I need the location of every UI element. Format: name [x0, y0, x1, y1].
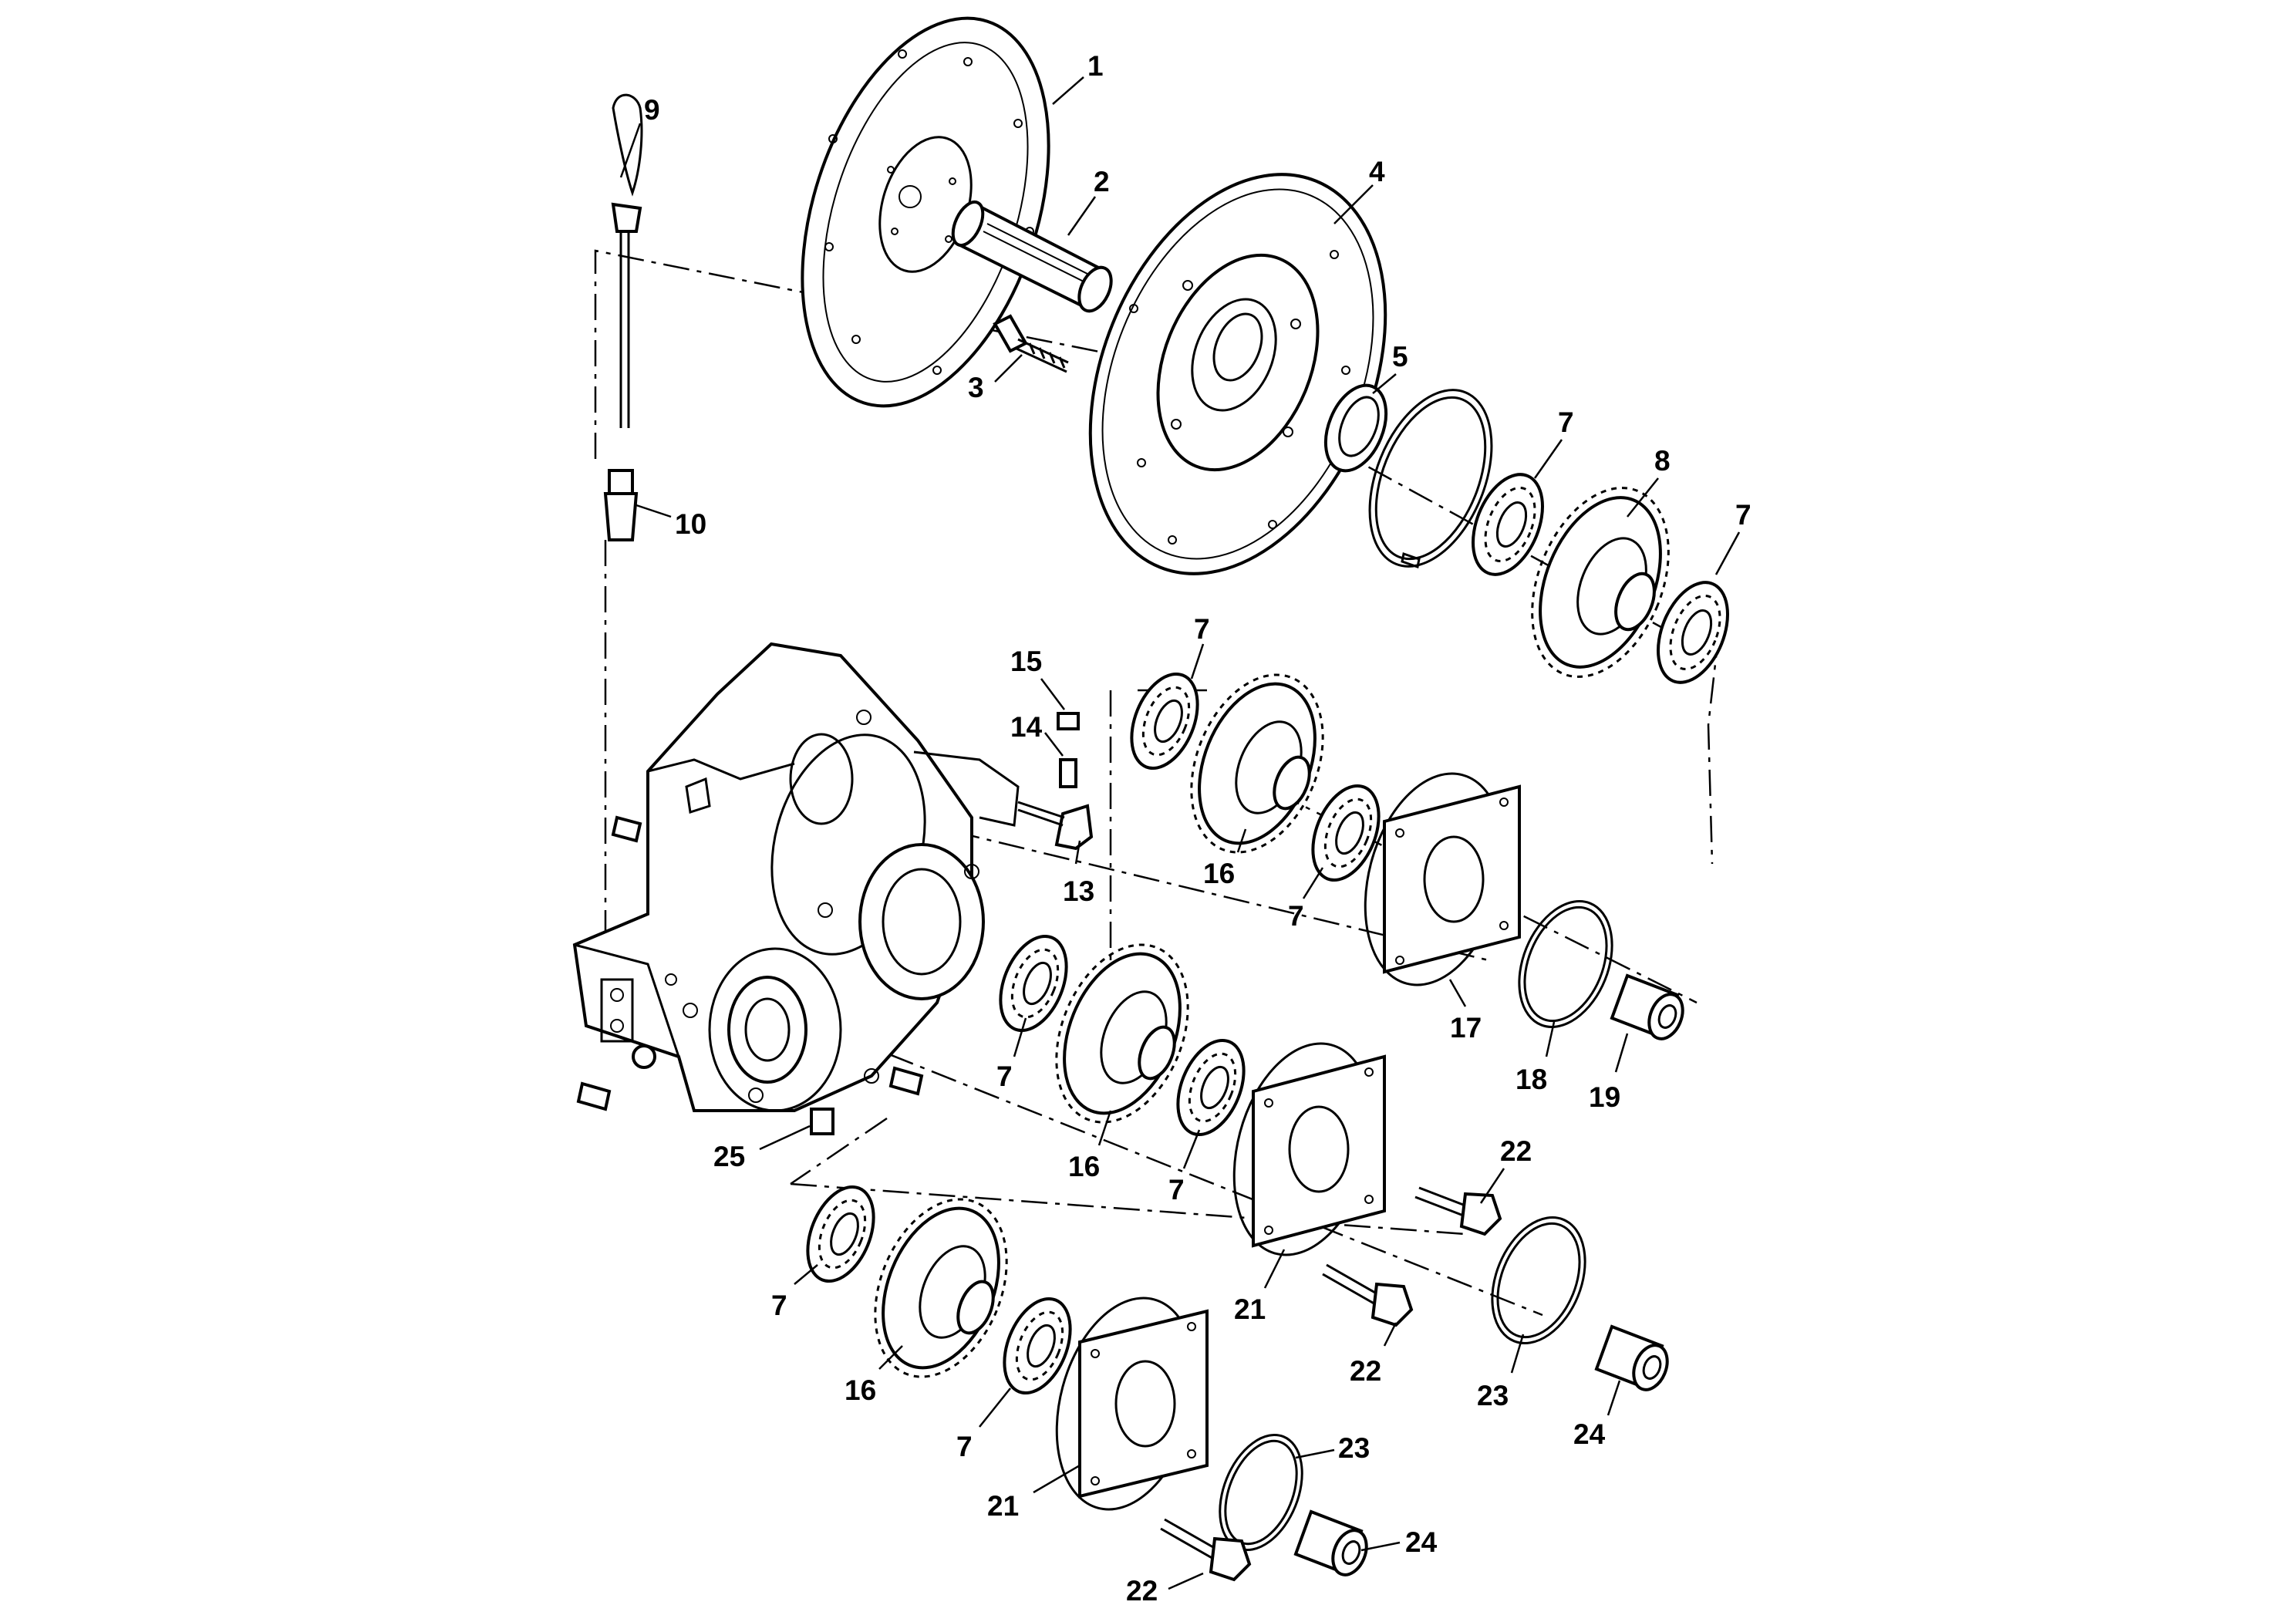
- bearing-plate-21-lower: [1055, 1297, 1209, 1511]
- label-part-1: 1: [1087, 50, 1104, 82]
- gear-16-lower: [874, 1198, 1008, 1378]
- label-part-8: 8: [1654, 445, 1671, 477]
- label-part-21a: 21: [1234, 1293, 1266, 1325]
- gear-16-upper: [1190, 673, 1324, 854]
- label-part-9: 9: [644, 94, 660, 126]
- label-part-7i: 7: [956, 1431, 973, 1462]
- dipstick-tube: [603, 469, 639, 541]
- label-part-3: 3: [968, 372, 984, 403]
- label-part-7h: 7: [771, 1290, 787, 1321]
- label-part-14: 14: [1010, 711, 1043, 743]
- label-part-22a: 22: [1500, 1135, 1532, 1167]
- bearing-low-right: [1176, 1038, 1246, 1137]
- label-part-21b: 21: [987, 1490, 1019, 1522]
- bearing-bottom-right: [1003, 1297, 1072, 1395]
- o-ring-23-upper: [1491, 1216, 1586, 1344]
- label-part-2: 2: [1094, 166, 1110, 197]
- label-part-23a: 23: [1477, 1380, 1509, 1411]
- bolt-3: [993, 314, 1069, 373]
- label-part-23b: 23: [1338, 1432, 1370, 1464]
- label-part-7d: 7: [1194, 613, 1210, 645]
- label-part-7a: 7: [1558, 406, 1574, 438]
- bearing-upper-1: [1472, 473, 1544, 576]
- leader-lines: [619, 76, 1741, 1590]
- seal-5: [1323, 383, 1388, 473]
- bushing-19: [1610, 973, 1684, 1040]
- label-part-10: 10: [675, 508, 706, 540]
- label-part-4: 4: [1369, 156, 1385, 187]
- bearing-plate-17: [1364, 772, 1521, 986]
- label-part-16a: 16: [1203, 858, 1235, 889]
- label-part-24b: 24: [1405, 1526, 1438, 1558]
- hex-bolt-22-c: [1160, 1518, 1252, 1582]
- label-part-16c: 16: [845, 1374, 876, 1406]
- bushing-24-lower: [1293, 1509, 1368, 1576]
- label-part-24a: 24: [1573, 1418, 1606, 1450]
- label-part-22c: 22: [1126, 1575, 1158, 1607]
- splined-shaft: [951, 200, 1113, 313]
- label-part-7f: 7: [996, 1061, 1013, 1092]
- label-part-18: 18: [1515, 1064, 1547, 1095]
- label-part-15: 15: [1010, 646, 1042, 677]
- plug-screws: [576, 815, 924, 1135]
- bearing-low-left: [999, 934, 1068, 1033]
- label-part-25: 25: [713, 1141, 745, 1172]
- gearbox-housing: [572, 642, 1020, 1112]
- hex-bolt-22-a: [1414, 1186, 1502, 1236]
- bearing-upper-2: [1657, 581, 1729, 684]
- gear-8: [1531, 487, 1670, 678]
- gear-16-middle: [1055, 943, 1189, 1124]
- bearing-mid-right: [1311, 784, 1381, 882]
- label-part-13: 13: [1063, 875, 1094, 907]
- label-part-7g: 7: [1168, 1174, 1185, 1206]
- bearing-plate-21-upper: [1232, 1042, 1386, 1256]
- label-part-17: 17: [1450, 1012, 1482, 1044]
- label-part-7e: 7: [1288, 900, 1304, 932]
- label-part-5: 5: [1392, 341, 1408, 373]
- flywheel-disc: [801, 16, 1050, 408]
- label-part-19: 19: [1589, 1081, 1620, 1113]
- bushing-24-upper: [1594, 1324, 1669, 1391]
- o-ring-18: [1518, 900, 1613, 1028]
- label-part-22b: 22: [1350, 1355, 1381, 1387]
- hex-bolt-22-b: [1322, 1263, 1414, 1327]
- label-part-16b: 16: [1068, 1151, 1100, 1182]
- label-part-7c: 7: [1735, 499, 1752, 531]
- part-labels: 1 2 3 4 5 7 7 8 7 9 10 15 14 13 7 16 7 1…: [644, 50, 1752, 1607]
- dipstick: [611, 93, 643, 428]
- bearing-mid-left: [1130, 672, 1199, 771]
- breather-elbow: [1017, 712, 1094, 851]
- bearing-bottom-left: [806, 1185, 875, 1283]
- snap-ring: [1368, 389, 1493, 568]
- clutch-plate: [1088, 173, 1387, 575]
